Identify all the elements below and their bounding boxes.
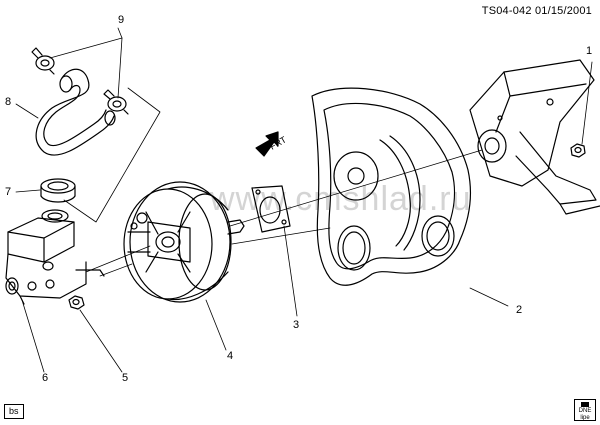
callout-6: 6 (42, 372, 49, 384)
callout-7: 7 (5, 186, 12, 198)
corner-logo-icon: DNE lipe (574, 399, 596, 421)
diagram-code-date: TS04-042 01/15/2001 (481, 5, 592, 17)
vacuum-hose (35, 68, 116, 156)
master-cylinder (5, 209, 105, 305)
corner-icon-line2: lipe (580, 415, 590, 421)
hose-routing-outline (63, 87, 161, 223)
callout-leaders (15, 27, 593, 373)
alignment-centerlines (85, 149, 483, 277)
booster-gasket (251, 185, 291, 233)
reservoir-cap (40, 178, 76, 203)
callout-3: 3 (293, 319, 300, 331)
brake-pedal-assembly (469, 59, 600, 215)
callout-2: 2 (516, 304, 523, 316)
dash-panel-bracket (311, 87, 471, 286)
callout-4: 4 (227, 350, 234, 362)
callout-8: 8 (5, 96, 12, 108)
mounting-nut (68, 295, 85, 310)
vacuum-booster (123, 181, 245, 303)
front-direction-arrow: FRT (255, 131, 288, 157)
callout-5: 5 (122, 372, 129, 384)
hose-clamp-lower (103, 89, 129, 115)
callout-9: 9 (118, 14, 125, 26)
bs-badge: bs (4, 404, 24, 419)
pedal-nut (570, 143, 586, 158)
hose-clamp-upper (31, 47, 55, 75)
callout-1: 1 (586, 45, 593, 57)
corner-icon-line1: DNE (578, 408, 592, 414)
